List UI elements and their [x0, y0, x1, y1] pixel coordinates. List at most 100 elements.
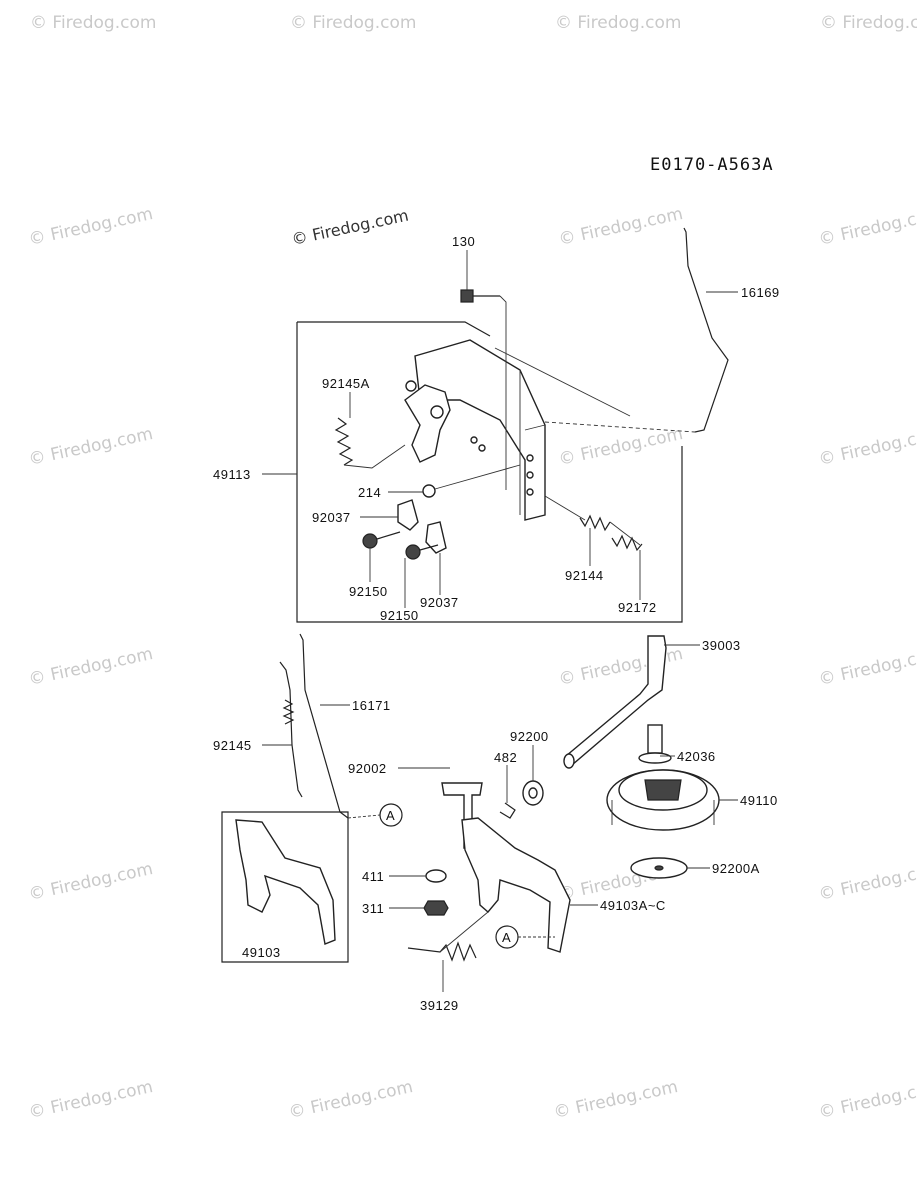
plate-hole: [526, 471, 534, 479]
shaft-42036: [647, 724, 663, 754]
watermark: © Firedog.com: [287, 1077, 415, 1123]
spring-92145: [282, 699, 295, 725]
part-label-92200A: 92200A: [712, 861, 760, 876]
pin-leader: [434, 464, 521, 490]
pivot-hole: [430, 405, 444, 419]
part-label-49103A-C: 49103A~C: [600, 898, 666, 913]
part-label-92002: 92002: [348, 761, 387, 776]
watermark: © Firedog.com: [552, 1077, 680, 1123]
washer-411: [425, 869, 447, 883]
callout-text: A: [386, 808, 395, 823]
watermark: © Firedog.com: [27, 644, 155, 690]
bolt-92150-b: [405, 544, 421, 560]
clip-92037-a: [397, 499, 419, 531]
lever-plate: [404, 384, 451, 463]
plate-hole: [526, 454, 534, 462]
part-label-16169: 16169: [741, 285, 780, 300]
pin-214: [422, 484, 436, 498]
watermark: © Firedog.com: [27, 1077, 155, 1123]
part-label-92145: 92145: [213, 738, 252, 753]
spring-92145-wire: [279, 661, 303, 798]
watermark: © Firedog.com: [817, 859, 917, 905]
part-label-92150-a: 92150: [349, 584, 388, 599]
shaft-39003: [565, 635, 667, 767]
part-label-92145A: 92145A: [322, 376, 370, 391]
watermark: © Firedog.com: [27, 204, 155, 250]
spring-39129-leader: [439, 911, 489, 953]
rod-16171: [299, 633, 349, 819]
spring-92172: [611, 534, 643, 552]
part-label-39003: 39003: [702, 638, 741, 653]
watermark-dark: © Firedog.com: [290, 206, 410, 249]
spring-92145A: [334, 417, 354, 466]
spring-hook: [343, 444, 406, 469]
callout-text: A: [502, 930, 511, 945]
callout-leader: [347, 814, 381, 819]
part-label-92200: 92200: [510, 729, 549, 744]
washer-92200-hole: [528, 787, 538, 799]
washer-92200A-hole: [654, 865, 664, 871]
control-panel-assembly: [296, 227, 729, 623]
lever-49103A-C: [461, 817, 571, 953]
clip-482: [499, 802, 516, 819]
bracket-edge: [519, 370, 546, 515]
part-label-92172: 92172: [618, 600, 657, 615]
lever-hole: [405, 380, 417, 392]
watermark: © Firedog.com: [817, 644, 917, 690]
watermark: © Firedog.com: [817, 424, 917, 470]
bolt-130: [460, 289, 474, 303]
lever-49103: [235, 819, 336, 945]
part-label-49103: 49103: [242, 945, 281, 960]
part-label-311: 311: [362, 901, 384, 916]
callout-a-upper: A: [347, 803, 403, 827]
part-label-130: 130: [452, 234, 475, 249]
part-label-411: 411: [362, 869, 384, 884]
part-label-39129: 39129: [420, 998, 459, 1013]
part-label-482: 482: [494, 750, 517, 765]
watermark-layer: © Firedog.com © Firedog.com © Firedog.co…: [27, 13, 917, 1123]
plate-hole: [478, 444, 486, 452]
gear-teeth-edge: [611, 800, 715, 825]
part-label-49110: 49110: [740, 793, 778, 808]
part-label-214: 214: [358, 485, 381, 500]
part-labels: 130 16169 92145A 49113 214 92037 92150 9…: [213, 234, 780, 1013]
governor-shaft-assembly: [563, 635, 720, 879]
watermark: © Firedog.com: [27, 424, 155, 470]
part-label-42036: 42036: [677, 749, 716, 764]
watermark: © Firedog.com: [817, 204, 917, 250]
watermark: © Firedog.com: [30, 13, 156, 33]
part-label-92144: 92144: [565, 568, 604, 583]
callout-a-lower: A: [495, 925, 555, 949]
bolt-shaft: [376, 531, 401, 540]
assembly-frame: [296, 321, 683, 623]
watermark: © Firedog.com: [817, 1077, 917, 1123]
part-label-49113: 49113: [213, 467, 251, 482]
rod-16169: [683, 227, 729, 433]
diagram-code: E0170-A563A: [650, 155, 774, 175]
part-label-92037-a: 92037: [312, 510, 351, 525]
part-label-92150-b: 92150: [380, 608, 419, 623]
clip-92037-b: [425, 521, 447, 554]
part-label-92037-b: 92037: [420, 595, 459, 610]
leader-lines: [262, 250, 738, 992]
plate-hole: [470, 436, 478, 444]
bolt-shaft: [419, 544, 439, 551]
frame-diagonal: [494, 347, 631, 417]
nut-311: [423, 900, 449, 916]
watermark: © Firedog.com: [820, 13, 917, 33]
watermark: © Firedog.com: [557, 204, 685, 250]
shaft-end: [563, 753, 575, 769]
gear-hub: [644, 779, 682, 801]
spring-39129: [407, 941, 477, 962]
shaft-42036-flange: [638, 752, 672, 764]
watermark: © Firedog.com: [557, 424, 685, 470]
lever-49103-frame: [221, 811, 349, 963]
plate-hole: [526, 488, 534, 496]
watermark: © Firedog.com: [555, 13, 681, 33]
bolt-92150-a: [362, 533, 378, 549]
governor-linkage: [221, 633, 571, 963]
spring-leader: [544, 495, 641, 546]
part-label-16171: 16171: [352, 698, 391, 713]
